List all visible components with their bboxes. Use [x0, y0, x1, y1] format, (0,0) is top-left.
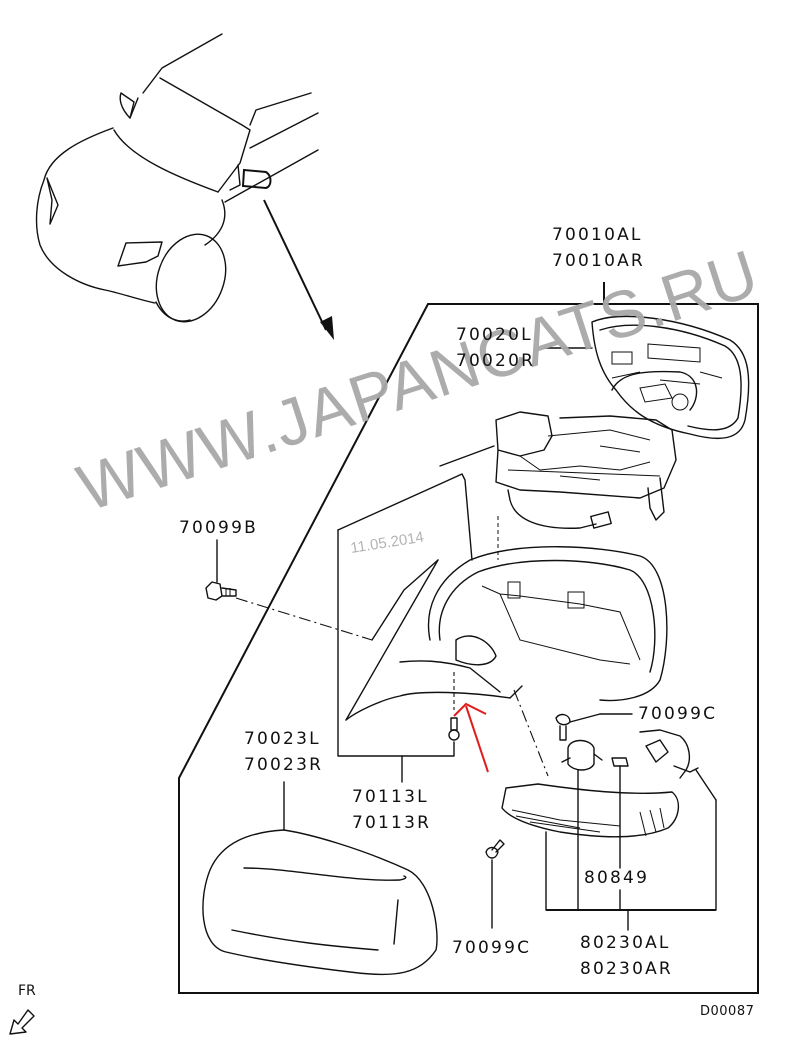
label-mirror-glass[interactable]: 70020L 70020R	[456, 322, 535, 374]
mirror-glass	[543, 315, 750, 440]
diagram-code: D00087	[700, 1004, 755, 1019]
part-number-80230ar[interactable]: 80230AR	[580, 959, 673, 979]
label-housing[interactable]: 70113L 70113R	[352, 784, 431, 836]
part-number-70113l[interactable]: 70113L	[352, 787, 429, 807]
part-number-70023l[interactable]: 70023L	[244, 729, 321, 749]
part-number-70020r[interactable]: 70020R	[456, 351, 536, 371]
front-direction-arrow-icon	[9, 1009, 35, 1035]
part-number-80849[interactable]: 80849	[584, 868, 650, 888]
screw-housing	[448, 717, 460, 741]
mirror-housing	[235, 473, 668, 777]
front-direction-label: FR	[18, 983, 36, 999]
screw-70099c-upper	[555, 713, 633, 741]
part-number-70113r[interactable]: 70113R	[352, 813, 432, 833]
label-cover[interactable]: 70023L 70023R	[244, 726, 323, 778]
part-number-70023r[interactable]: 70023R	[244, 755, 324, 775]
side-turn-lamp	[501, 729, 717, 931]
mirror-cover	[202, 781, 438, 976]
label-side-lamp[interactable]: 80230AL 80230AR	[580, 930, 673, 982]
assembly-frame	[178, 303, 759, 994]
actuator-unit	[439, 411, 677, 529]
screw-70099c-lower	[485, 839, 505, 929]
part-number-70010al[interactable]: 70010AL	[552, 225, 643, 245]
part-number-70020l[interactable]: 70020L	[456, 325, 533, 345]
label-mirror-assy[interactable]: 70010AL 70010AR	[552, 222, 645, 274]
part-number-70099b[interactable]: 70099B	[179, 518, 258, 538]
vehicle-sketch	[35, 33, 334, 340]
part-number-70010ar[interactable]: 70010AR	[552, 251, 645, 271]
part-number-80230al[interactable]: 80230AL	[580, 933, 671, 953]
bolt-70099b	[205, 539, 237, 601]
part-number-70099c-lower[interactable]: 70099C	[452, 938, 532, 958]
part-number-70099c-upper[interactable]: 70099C	[638, 704, 718, 724]
red-annotation-arrow	[453, 702, 489, 773]
